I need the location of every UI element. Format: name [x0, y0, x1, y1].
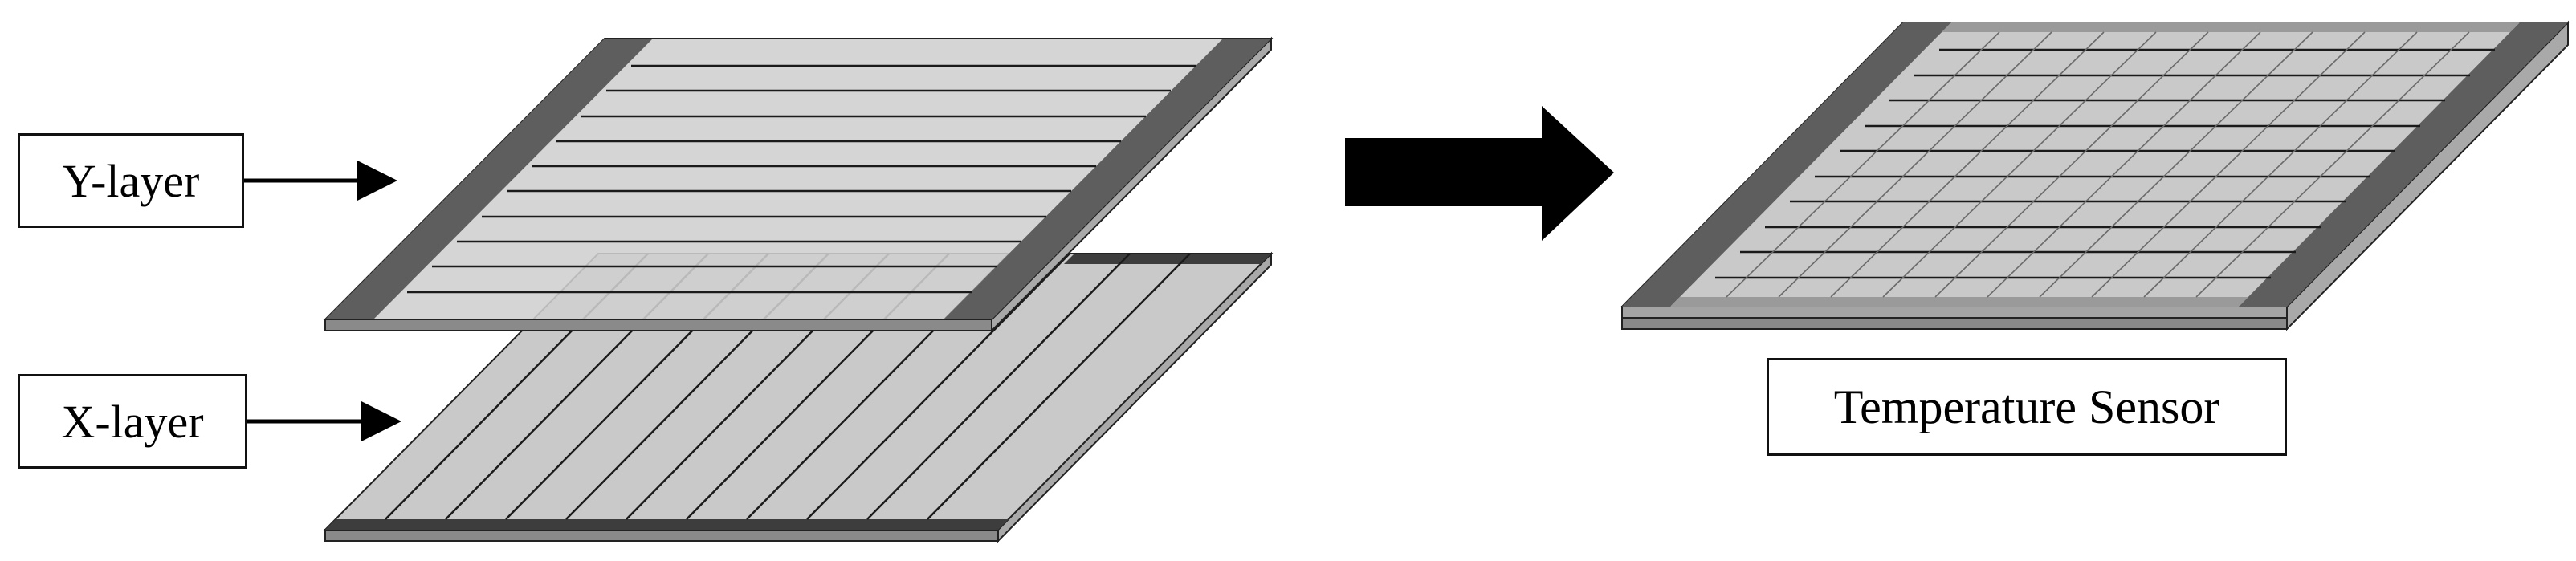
x-layer-label: X-layer	[18, 374, 247, 469]
y-layer-label: Y-layer	[18, 133, 244, 228]
y-electrode-right	[944, 39, 1271, 319]
combine-arrow	[1345, 106, 1614, 241]
y-electrode-left	[325, 39, 653, 319]
x-electrode-front	[325, 519, 1009, 530]
grid-horizontal-lines	[1715, 48, 2495, 279]
temperature-sensor-sheet	[1620, 20, 2570, 331]
temperature-sensor-label: Temperature Sensor	[1767, 358, 2287, 456]
x-electrode-back	[1064, 254, 1271, 264]
grid-diagonal-lines	[1726, 31, 2470, 298]
y-layer-sheet	[323, 36, 1274, 333]
y-electrode-lines	[407, 64, 1196, 294]
